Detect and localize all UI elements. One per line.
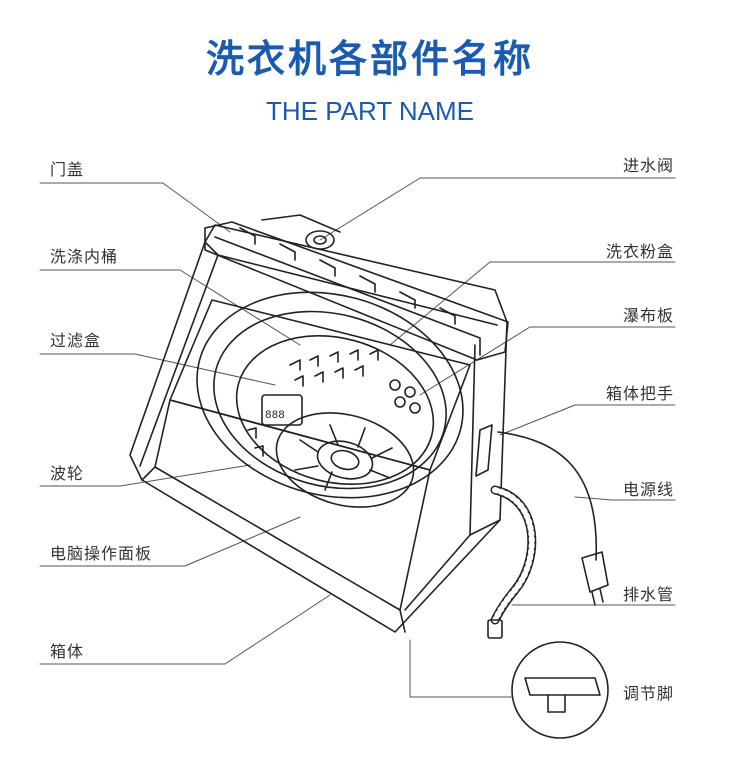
pulsator-part [275,412,415,508]
label-cabinet: 箱体 [50,642,85,661]
door-lid-part [204,214,509,361]
leader-cabinet-handle [499,404,676,436]
diagram-title: 洗衣机各部件名称 [205,37,534,81]
leader-lines [39,177,676,698]
leader-inlet-valve [319,177,676,241]
label-pulsator: 波轮 [50,464,85,483]
leader-control-panel [39,516,301,567]
label-adjustable-foot: 调节脚 [622,684,674,703]
leader-detergent-box [389,261,676,346]
leader-door-lid [39,182,231,233]
leader-pulsator [39,464,251,487]
inlet-valve-part [305,230,335,250]
label-cabinet-handle: 箱体把手 [605,384,674,403]
tub-opening [169,291,471,499]
label-inner-tub: 洗涤内桶 [50,247,119,266]
leader-power-cord [574,496,676,501]
drain-hose-part [487,485,537,639]
leader-adjustable-foot [409,639,513,698]
label-power-cord: 电源线 [622,480,674,499]
diagram-subtitle: THE PART NAME [265,96,475,126]
power-cord-part [497,431,609,606]
leader-inner-tub [39,269,301,346]
panel-display: 888 [265,410,285,422]
label-drain-hose: 排水管 [622,585,674,604]
adjustable-foot-detail [511,641,609,739]
cabinet-body [129,224,508,633]
leader-cabinet [39,594,331,665]
label-waterfall-board: 瀑布板 [622,306,674,325]
label-door-lid: 门盖 [50,160,85,179]
label-detergent-box: 洗衣粉盒 [605,242,674,261]
leader-filter-box [39,353,276,386]
filter-box-part [247,349,421,457]
cabinet-handle-part [475,424,493,477]
label-inlet-valve: 进水阀 [622,156,674,175]
leader-waterfall-board [419,326,676,396]
label-filter-box: 过滤盒 [50,331,102,350]
label-control-panel: 电脑操作面板 [50,544,153,563]
